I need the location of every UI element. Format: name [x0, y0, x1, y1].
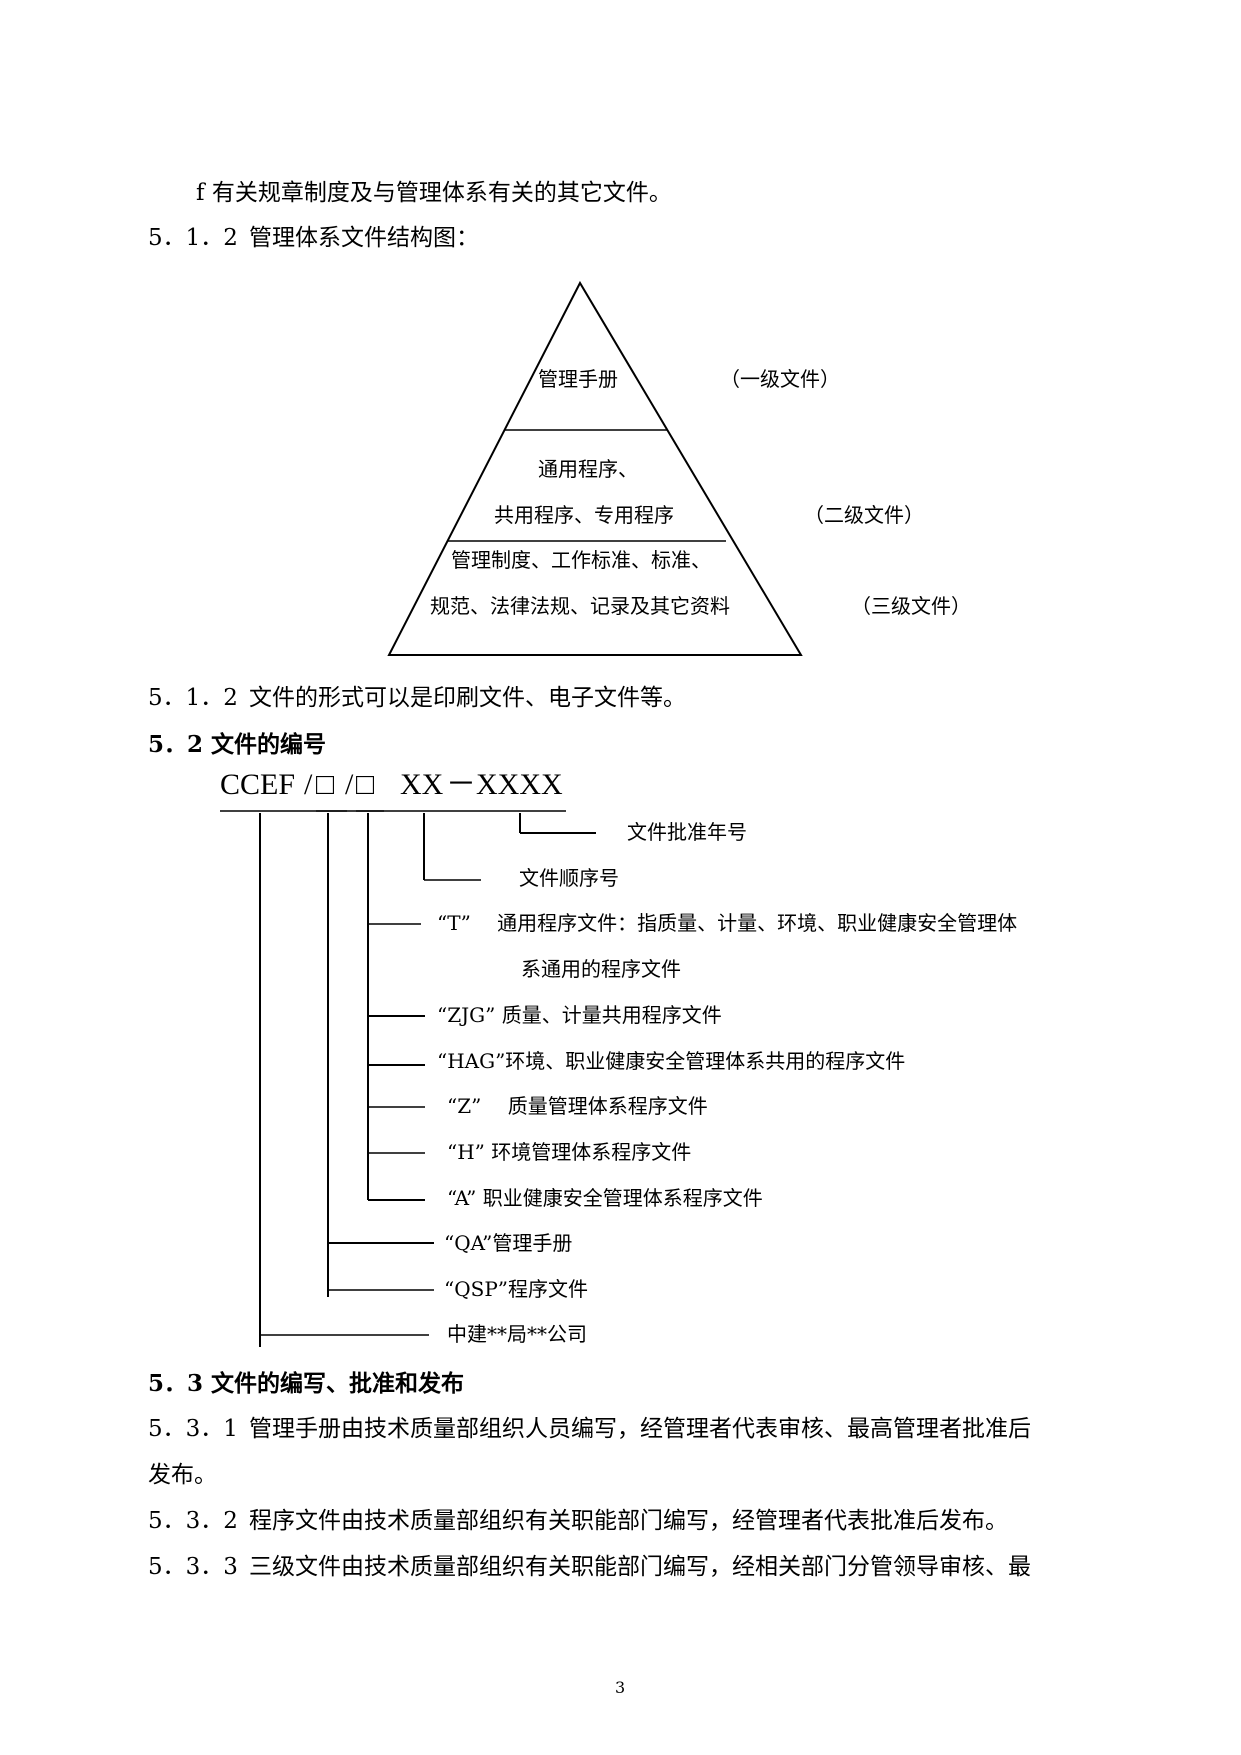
section-5-3-heading: 5．3 文件的编写、批准和发布 — [148, 1370, 465, 1397]
page-number: 3 — [615, 1678, 626, 1697]
pyramid-level3-line1: 管理制度、工作标准、标准、 — [451, 548, 711, 572]
section-5-3-2-number: 5．3．2 — [148, 1508, 238, 1534]
pyramid-level2-line1: 通用程序、 — [538, 457, 638, 481]
code-box-1: □ — [316, 768, 335, 801]
pyramid-level1-tag: （一级文件） — [720, 367, 840, 391]
section-5-1-2b-text: 文件的形式可以是印刷文件、电子文件等。 — [249, 685, 686, 711]
section-5-3-3-number: 5．3．3 — [148, 1554, 238, 1580]
code-dash: － — [446, 768, 476, 801]
section-5-1-2b-number: 5．1．2 — [148, 685, 238, 711]
label-t-cont: 系通用的程序文件 — [521, 957, 681, 981]
section-5-3-1-number: 5．3．1 — [148, 1416, 238, 1442]
label-t: “T” 通用程序文件：指质量、计量、环境、职业健康安全管理体 — [437, 911, 1018, 935]
pyramid-outline — [387, 280, 803, 656]
label-year: 文件批准年号 — [627, 820, 747, 844]
label-zjg: “ZJG” 质量、计量共用程序文件 — [437, 1003, 722, 1027]
numbering-tree — [220, 810, 596, 1347]
section-5-3-1-text: 管理手册由技术质量部组织人员编写，经管理者代表审核、最高管理者批准后 — [249, 1416, 1031, 1442]
label-a: “A” 职业健康安全管理体系程序文件 — [447, 1186, 763, 1210]
pyramid-level2-tag: （二级文件） — [804, 503, 924, 527]
pyramid-level1-label: 管理手册 — [538, 367, 618, 391]
label-seq: 文件顺序号 — [519, 866, 619, 890]
section-5-2-heading: 5．2 文件的编号 — [148, 731, 327, 758]
label-company: 中建**局**公司 — [447, 1322, 587, 1346]
item-f: f 有关规章制度及与管理体系有关的其它文件。 — [196, 180, 672, 206]
label-h: “H” 环境管理体系程序文件 — [447, 1140, 692, 1164]
label-hag: “HAG”环境、职业健康安全管理体系共用的程序文件 — [437, 1049, 906, 1073]
code-slash-1: / — [304, 768, 313, 801]
section-5-1-2a-number: 5．1．2 — [148, 225, 238, 251]
code-xxxx: XXXX — [476, 768, 563, 801]
code-slash-2: / — [345, 768, 354, 801]
section-5-3-3-text: 三级文件由技术质量部组织有关职能部门编写，经相关部门分管领导审核、最 — [249, 1554, 1031, 1580]
pyramid-level3-tag: （三级文件） — [851, 594, 971, 618]
label-z: “Z” 质量管理体系程序文件 — [447, 1094, 708, 1118]
code-box-2: □ — [356, 768, 375, 801]
label-qsp: “QSP”程序文件 — [444, 1277, 589, 1301]
section-5-1-2a-text: 管理体系文件结构图： — [249, 225, 479, 251]
code-xx: XX — [400, 768, 444, 801]
section-5-3-1-continuation: 发布。 — [148, 1462, 217, 1488]
pyramid-level3-line2: 规范、法律法规、记录及其它资料 — [430, 594, 730, 618]
code-ccef: CCEF — [220, 768, 296, 801]
label-qa: “QA”管理手册 — [444, 1231, 573, 1255]
section-5-3-2-text: 程序文件由技术质量部组织有关职能部门编写，经管理者代表批准后发布。 — [249, 1508, 1008, 1534]
pyramid-level2-line2: 共用程序、专用程序 — [494, 503, 674, 527]
